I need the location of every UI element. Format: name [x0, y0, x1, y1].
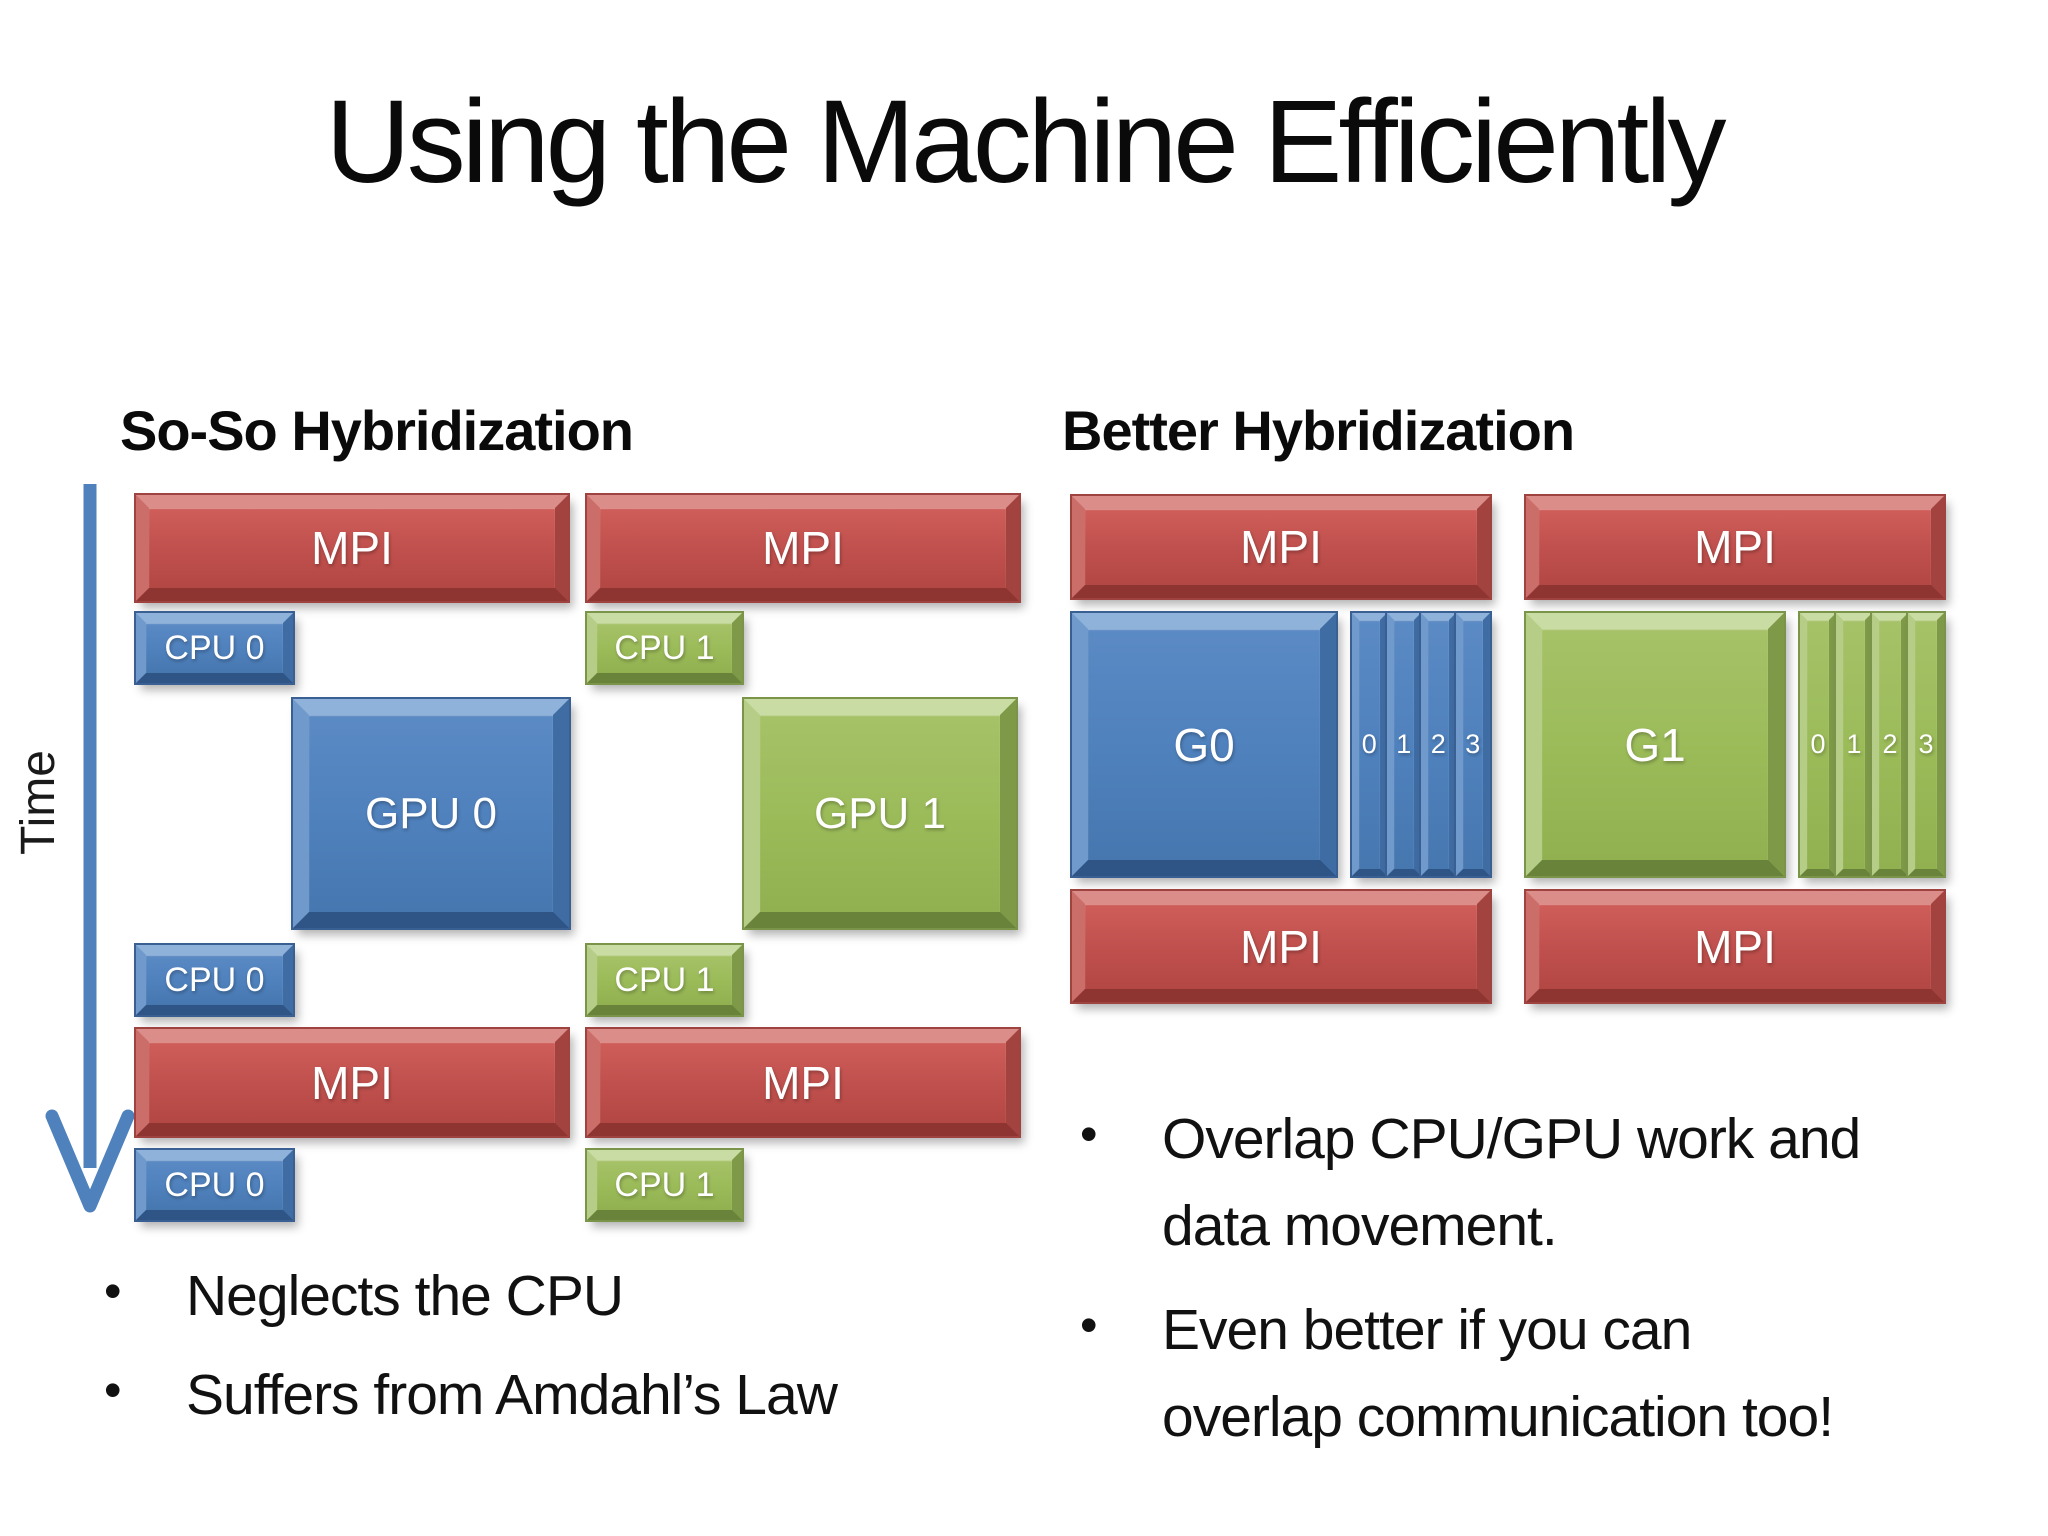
mpi-block: MPI [136, 495, 568, 601]
g1-stream-stripes: 0 1 2 3 [1800, 613, 1944, 876]
stream-stripe: 2 [1872, 613, 1908, 876]
cpu0-block: CPU 0 [136, 613, 293, 683]
mpi-block: MPI [587, 1029, 1019, 1136]
bullet-overlap-work: Overlap CPU/GPU work and data movement. [1076, 1096, 1996, 1269]
cpu1-block: CPU 1 [587, 945, 742, 1015]
stream-stripe: 1 [1836, 613, 1872, 876]
stream-stripe: 2 [1421, 613, 1456, 876]
right-section-heading: Better Hybridization [1062, 399, 1575, 462]
mpi-block: MPI [587, 495, 1019, 601]
stream-stripe: 0 [1800, 613, 1836, 876]
mpi-block: MPI [1526, 496, 1944, 598]
time-axis-label: Time [11, 749, 65, 855]
g0-block: G0 [1072, 613, 1336, 876]
page-title: Using the Machine Efficiently [325, 76, 1727, 208]
mpi-block: MPI [1526, 891, 1944, 1002]
stream-stripe: 0 [1352, 613, 1387, 876]
gpu1-block: GPU 1 [744, 699, 1016, 928]
cpu0-block: CPU 0 [136, 945, 293, 1015]
time-axis-arrow [45, 484, 135, 1213]
mpi-block: MPI [136, 1029, 568, 1136]
stream-stripe: 1 [1386, 613, 1421, 876]
bullet-neglects-cpu: Neglects the CPU [100, 1258, 1040, 1335]
cpu1-block: CPU 1 [587, 613, 742, 683]
stream-stripe: 3 [1908, 613, 1944, 876]
mpi-block: MPI [1072, 891, 1490, 1002]
bullet-overlap-communication: Even better if you can overlap communica… [1076, 1287, 1996, 1460]
g0-stream-stripes: 0 1 2 3 [1352, 613, 1490, 876]
g1-block: G1 [1526, 613, 1784, 876]
gpu0-block: GPU 0 [293, 699, 569, 928]
mpi-block: MPI [1072, 496, 1490, 598]
cpu0-block: CPU 0 [136, 1150, 293, 1220]
right-bullet-list: Overlap CPU/GPU work and data movement. … [1076, 1096, 1996, 1479]
stream-stripe: 3 [1455, 613, 1490, 876]
left-bullet-list: Neglects the CPU Suffers from Amdahl’s L… [100, 1258, 1040, 1456]
bullet-amdahls-law: Suffers from Amdahl’s Law [100, 1357, 1040, 1434]
left-section-heading: So-So Hybridization [120, 399, 634, 462]
cpu1-block: CPU 1 [587, 1150, 742, 1220]
